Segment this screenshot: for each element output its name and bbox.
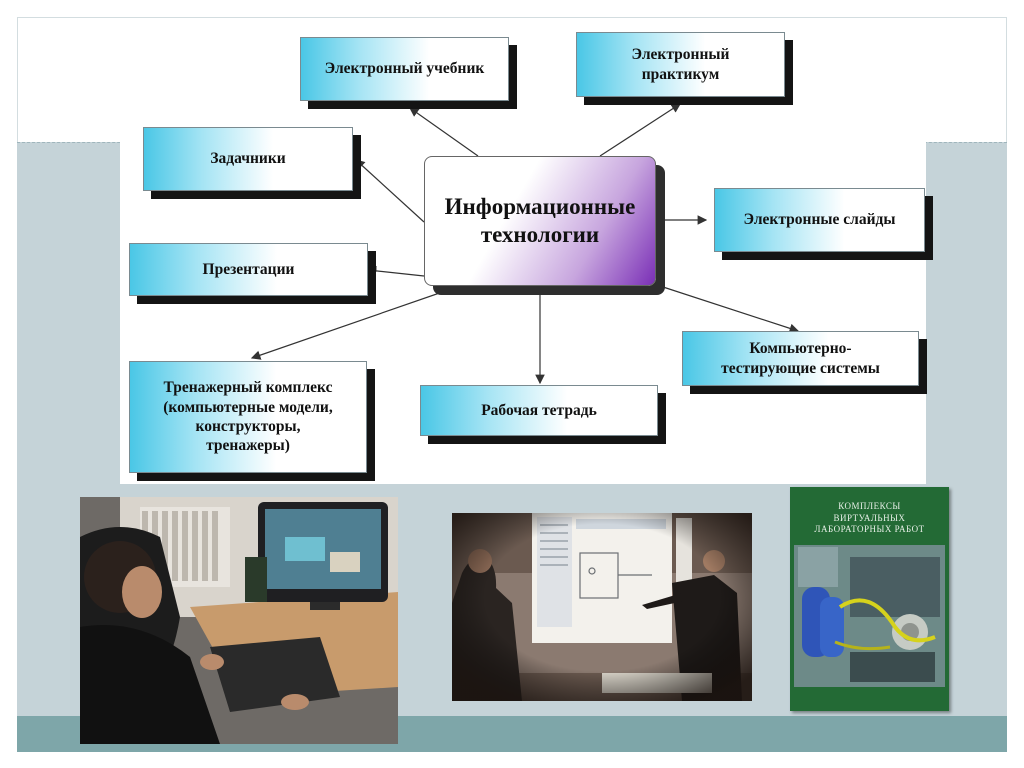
node-trainer-complex: Тренажерный комплекс (компьютерные модел… — [129, 361, 367, 473]
center-title-line1: Информационные — [444, 194, 636, 220]
node-workbook-label: Рабочая тетрадь — [481, 401, 597, 419]
book-cover-title: КОМПЛЕКСЫ ВИРТУАЛЬНЫХ ЛАБОРАТОРНЫХ РАБОТ — [798, 501, 941, 536]
node-electronic-textbook: Электронный учебник — [300, 37, 509, 101]
arrow-to-testing — [659, 285, 800, 333]
node-trainer-complex-line4: тренажеры) — [206, 437, 290, 455]
node-presentations: Презентации — [129, 243, 368, 296]
node-trainer-complex-line2: (компьютерные модели, — [163, 398, 333, 416]
node-information-technologies: Информационные технологии — [424, 156, 656, 286]
node-electronic-practicum-line2: практикум — [641, 65, 720, 83]
book-cover-title-line2: ВИРТУАЛЬНЫХ ЛАБОРАТОРНЫХ РАБОТ — [814, 512, 925, 535]
center-title-line2: технологии — [480, 222, 600, 247]
node-problem-books: Задачники — [143, 127, 353, 191]
arrow-to-trainer — [250, 287, 455, 360]
node-testing-systems: Компьютерно- тестирующие системы — [682, 331, 919, 386]
node-electronic-textbook-label: Электронный учебник — [324, 60, 485, 78]
node-electronic-practicum-line1: Электронный — [631, 46, 730, 64]
node-workbook: Рабочая тетрадь — [420, 385, 658, 436]
node-trainer-complex-line1: Тренажерный комплекс — [163, 379, 333, 397]
photo-board-presentation — [452, 513, 752, 701]
arrow-to-presentations — [366, 266, 425, 277]
node-problem-books-label: Задачники — [210, 150, 286, 168]
arrow-to-textbook — [409, 107, 479, 157]
book-cover: КОМПЛЕКСЫ ВИРТУАЛЬНЫХ ЛАБОРАТОРНЫХ РАБОТ — [790, 487, 949, 711]
node-electronic-slides: Электронные слайды — [714, 188, 925, 252]
photo-student-at-computer — [80, 497, 398, 744]
arrow-to-problem-books — [355, 159, 425, 223]
node-testing-systems-line1: Компьютерно- — [749, 340, 852, 358]
node-presentations-label: Презентации — [202, 260, 295, 278]
arrow-to-practicum — [599, 103, 682, 157]
node-electronic-slides-label: Электронные слайды — [743, 211, 896, 229]
node-electronic-practicum: Электронный практикум — [576, 32, 785, 97]
book-cover-title-line1: КОМПЛЕКСЫ — [838, 501, 901, 511]
node-testing-systems-line2: тестирующие системы — [721, 359, 880, 377]
node-trainer-complex-line3: конструкторы, — [195, 418, 301, 435]
